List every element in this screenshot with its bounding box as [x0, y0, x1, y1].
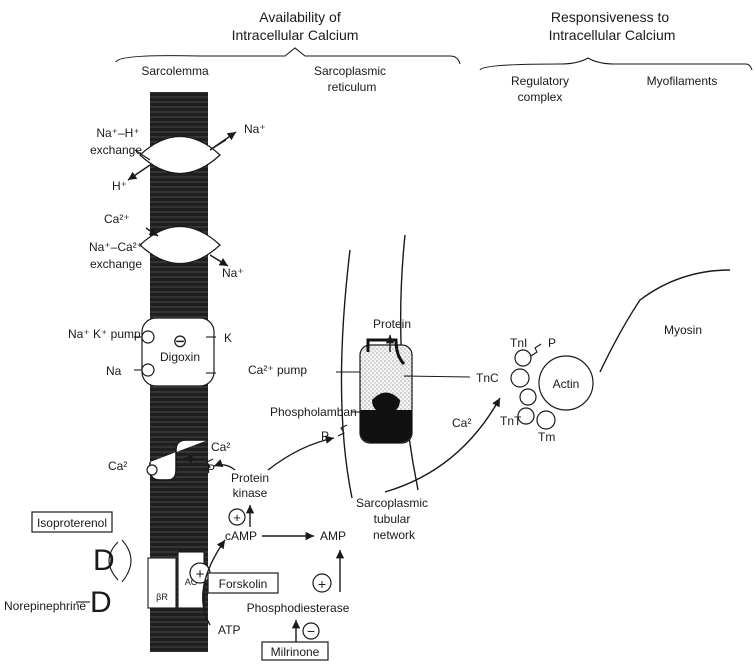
phospholamban-label: Phospholamban [270, 405, 357, 419]
na-k-na-label: Na [106, 364, 122, 378]
tnc-label: TnC [476, 371, 499, 385]
na-ca-na-label: Na⁺ [222, 266, 244, 280]
tubular-label-line2: tubular [374, 512, 411, 526]
tnt-label: TnT [500, 414, 522, 428]
na-k-pump-label: Na⁺ K⁺ pump [68, 327, 141, 341]
ca-channel-right-label: Ca² [211, 440, 230, 454]
ca-channel-p-label: P [207, 462, 215, 476]
pk-plus-sign: + [233, 510, 241, 525]
atp-label: ATP [218, 623, 240, 637]
sr-protein-label: Protein [373, 317, 411, 331]
na-h-h-label: H⁺ [112, 179, 127, 193]
pk-to-channel-arrow [214, 465, 235, 470]
label-myofilaments: Myofilaments [647, 74, 718, 88]
na-ca-ca-label: Ca²⁺ [104, 212, 130, 226]
ca-pump [360, 340, 412, 443]
camp-label: cAMP [225, 529, 257, 543]
protein-kinase-line1: Protein [231, 471, 269, 485]
tni-label: TnI [510, 336, 527, 350]
responsiveness-bracket [480, 58, 752, 70]
ca-channel-left-label: Ca² [108, 459, 127, 473]
na-ca-label-line1: Na⁺–Ca²⁺ [89, 240, 143, 254]
digoxin-minus-sign: ⊖ [172, 331, 187, 351]
isoproterenol-label: Isoproterenol [37, 516, 107, 530]
header-availability-line2: Intracellular Calcium [232, 27, 359, 43]
label-regulatory-line2: complex [518, 90, 563, 104]
label-regulatory-line1: Regulatory [511, 74, 569, 88]
isoproterenol-glyph: D [93, 544, 115, 577]
header-responsiveness-line1: Responsiveness to [551, 9, 670, 25]
label-sarcolemma: Sarcolemma [141, 64, 209, 78]
pde-plus-sign: + [318, 576, 326, 592]
na-h-label-line1: Na⁺–H⁺ [96, 126, 139, 140]
receptor-br-label: βR [156, 592, 168, 602]
milrinone-minus-sign: − [307, 623, 315, 639]
pump-to-tnc-line [404, 376, 470, 377]
tnc-circle [511, 369, 529, 387]
na-h-label-line2: exchange [90, 143, 142, 157]
norepinephrine-label: Norepinephrine [4, 599, 86, 613]
sr-p-label: P [321, 429, 329, 443]
na-k-k-label: K [224, 331, 232, 345]
phosphodiesterase-label: Phosphodiesterase [247, 601, 350, 615]
milrinone-label: Milrinone [271, 645, 320, 659]
sr-left-membrane [341, 250, 352, 498]
na-ca-label-line2: exchange [90, 257, 142, 271]
availability-bracket [116, 48, 460, 64]
header-responsiveness-line2: Intracellular Calcium [549, 27, 676, 43]
ca-pump-label: Ca²⁺ pump [248, 363, 307, 377]
amp-label: AMP [320, 529, 346, 543]
tni-circle [515, 350, 531, 366]
label-sr-line2: reticulum [328, 80, 377, 94]
na-h-na-label: Na⁺ [244, 122, 266, 136]
tni-p-squiggle [531, 344, 541, 356]
label-sr-line1: Sarcoplasmic [314, 64, 386, 78]
myosin-filament [600, 270, 730, 372]
myosin-label: Myosin [664, 323, 702, 337]
tubular-label-line3: network [373, 528, 416, 542]
tubular-label-line1: Sarcoplasmic [356, 496, 428, 510]
forskolin-label: Forskolin [219, 577, 268, 591]
tni-p-label: P [548, 336, 556, 350]
tm-label: Tm [538, 430, 555, 444]
norepinephrine-glyph: D [90, 586, 112, 619]
na-h-exchanger [128, 132, 236, 180]
tm-circle [537, 411, 555, 429]
forskolin-plus-sign: + [196, 566, 205, 583]
tnt-circle-1 [520, 389, 536, 405]
actin-label: Actin [553, 377, 580, 391]
protein-kinase-line2: kinase [233, 486, 268, 500]
sr-p-squiggle [338, 425, 347, 436]
ca-release-label: Ca² [452, 416, 471, 430]
header-availability-line1: Availability of [259, 9, 341, 25]
digoxin-label: Digoxin [160, 350, 200, 364]
